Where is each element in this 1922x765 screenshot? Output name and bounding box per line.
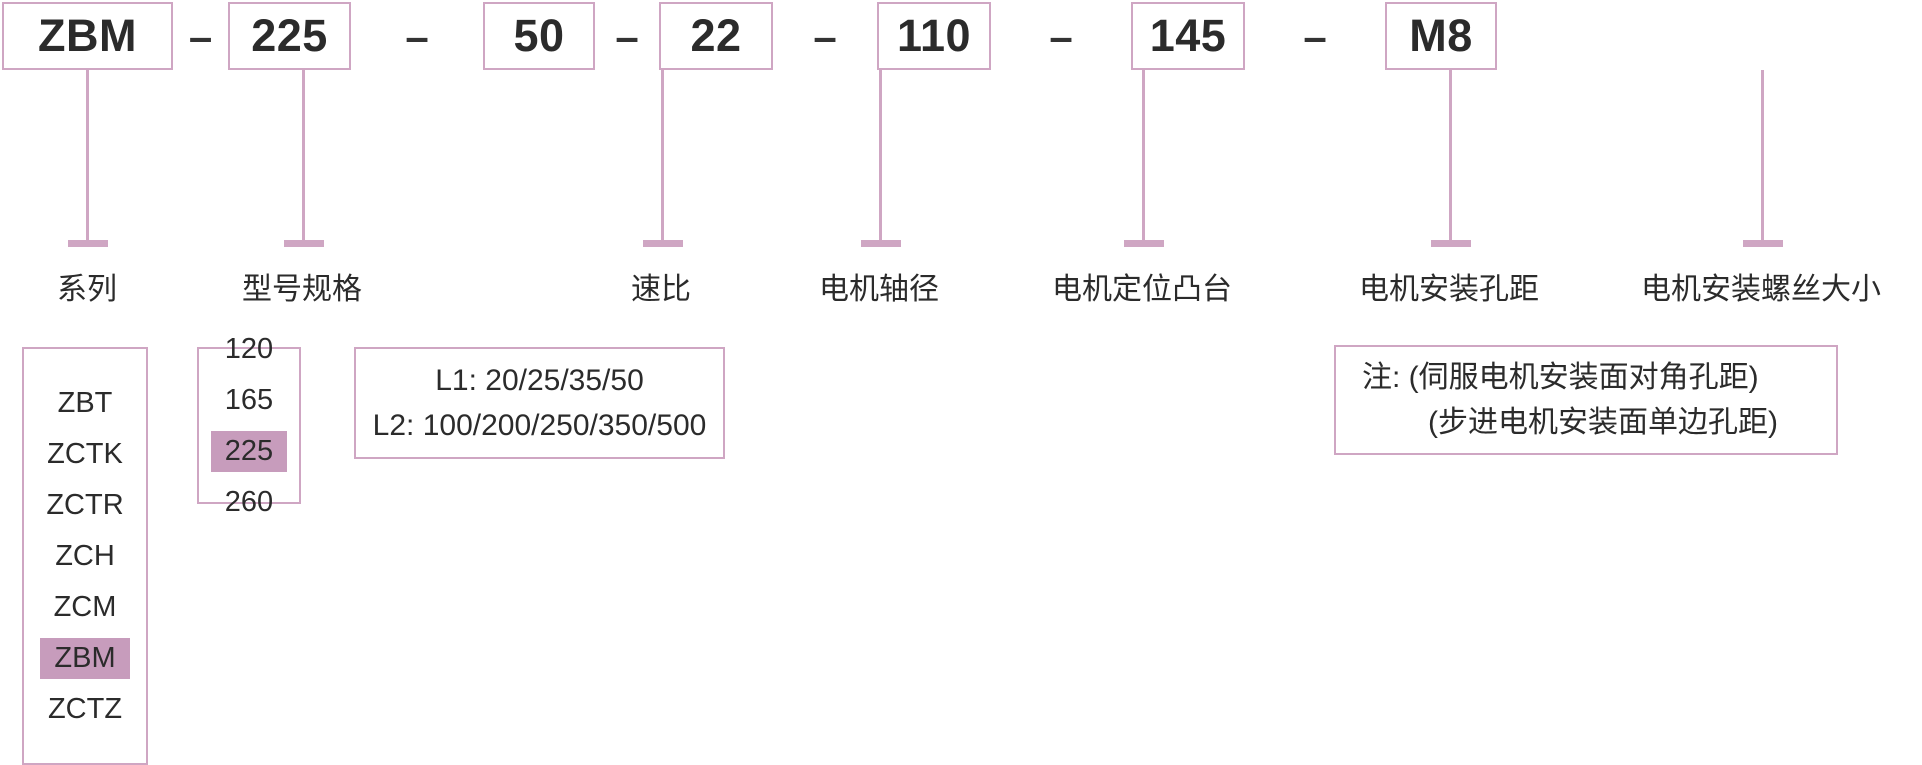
ratio-detail-box: L1: 20/25/35/50 L2: 100/200/250/350/500: [354, 347, 725, 459]
connector-foot-ratio: [643, 240, 683, 247]
series-option-zctz[interactable]: ZCTZ: [47, 692, 123, 725]
separator-dash-6: –: [1303, 13, 1327, 60]
connector-stem-screw-size: [1761, 70, 1764, 246]
code-box-bolt-circle[interactable]: 145: [1131, 2, 1245, 70]
separator-dash-1: –: [188, 13, 213, 60]
field-label-bolt-circle: 电机安装孔距: [1359, 273, 1539, 306]
code-box-screw-size[interactable]: M8: [1385, 2, 1497, 70]
series-option-zch[interactable]: ZCH: [55, 539, 115, 572]
connector-foot-series: [68, 240, 108, 247]
field-label-ratio: 速比: [631, 273, 691, 306]
series-option-zbt[interactable]: ZBT: [57, 386, 113, 419]
note-line-servo: 注: (伺服电机安装面对角孔距): [1362, 361, 1759, 394]
size-option-225[interactable]: 225: [210, 430, 288, 472]
size-option-165[interactable]: 165: [224, 383, 274, 416]
connector-stem-size: [302, 70, 305, 246]
series-option-zctk[interactable]: ZCTK: [47, 437, 123, 470]
separator-dash-4: –: [813, 13, 837, 60]
separator-dash-3: –: [615, 13, 639, 60]
code-box-series[interactable]: ZBM: [2, 2, 173, 70]
connector-foot-pilot-boss: [1124, 240, 1164, 247]
connector-stem-ratio: [661, 70, 664, 246]
connector-stem-bolt-circle: [1449, 70, 1452, 246]
note-line-stepper: (步进电机安装面单边孔距): [1428, 406, 1778, 439]
size-option-120[interactable]: 120: [224, 332, 274, 365]
code-box-pilot-boss[interactable]: 110: [877, 2, 991, 70]
series-option-zcm[interactable]: ZCM: [53, 590, 117, 623]
connector-foot-size: [284, 240, 324, 247]
field-label-pilot-boss: 电机定位凸台: [1052, 273, 1232, 306]
field-label-screw-size: 电机安装螺丝大小: [1641, 273, 1881, 306]
separator-dash-5: –: [1049, 13, 1073, 60]
field-label-series: 系列: [57, 273, 117, 306]
code-box-size[interactable]: 225: [228, 2, 351, 70]
code-box-ratio[interactable]: 50: [483, 2, 595, 70]
field-label-size: 型号规格: [242, 273, 362, 306]
series-option-list[interactable]: ZBT ZCTK ZCTR ZCH ZCM ZBM ZCTZ: [22, 347, 148, 765]
ratio-line-l2: L2: 100/200/250/350/500: [372, 409, 707, 442]
connector-stem-series: [86, 70, 89, 246]
size-option-260[interactable]: 260: [224, 485, 274, 518]
connector-foot-shaft-diameter: [861, 240, 901, 247]
connector-foot-screw-size: [1743, 240, 1783, 247]
separator-dash-2: –: [405, 13, 429, 60]
connector-foot-bolt-circle: [1431, 240, 1471, 247]
field-label-shaft-diameter: 电机轴径: [819, 273, 939, 306]
note-box: 注: (伺服电机安装面对角孔距) (步进电机安装面单边孔距): [1334, 345, 1838, 455]
code-box-shaft-diameter[interactable]: 22: [659, 2, 773, 70]
series-option-zbm[interactable]: ZBM: [40, 637, 130, 679]
connector-stem-pilot-boss: [1142, 70, 1145, 246]
connector-stem-shaft-diameter: [879, 70, 882, 246]
size-option-list[interactable]: 120 165 225 260: [197, 334, 301, 516]
ratio-line-l1: L1: 20/25/35/50: [435, 364, 644, 397]
series-option-zctr[interactable]: ZCTR: [46, 488, 124, 521]
